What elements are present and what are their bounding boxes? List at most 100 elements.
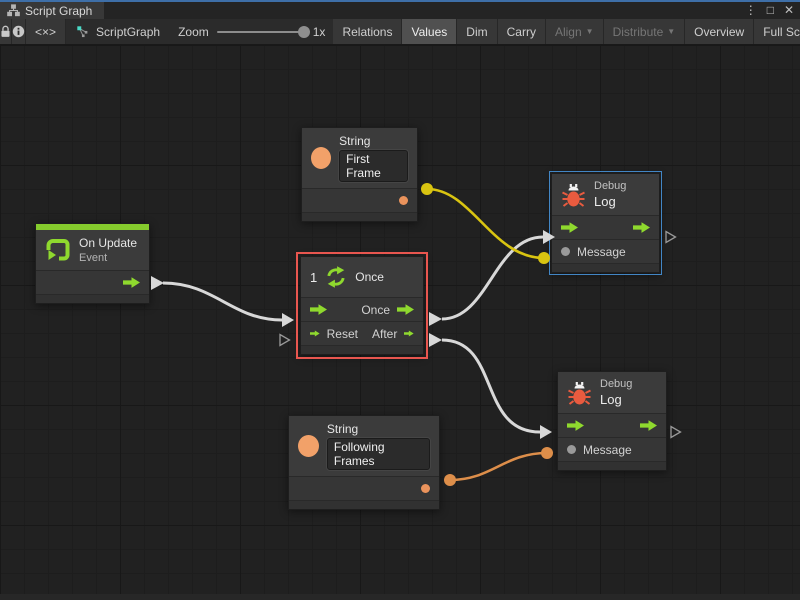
node-once[interactable]: 1 Once Once Reset After [296, 252, 428, 359]
reset-input-connector[interactable] [279, 333, 291, 347]
graph-toolbar: <×> ScriptGraph Zoom 1x Relations Values… [0, 19, 800, 45]
node-string-first-frame[interactable]: String First Frame [301, 127, 418, 222]
code-icon: <×> [35, 24, 57, 39]
flow-row [552, 215, 659, 239]
node-header: String First Frame [302, 128, 417, 188]
node-footer [301, 345, 423, 354]
dim-button[interactable]: Dim [457, 19, 498, 44]
node-header: 1 Once [301, 257, 423, 297]
loop-icon [46, 239, 70, 261]
string-value-field[interactable]: Following Frames [326, 438, 430, 470]
wire-once-to-debug-top[interactable] [429, 230, 555, 326]
string-output-port[interactable] [399, 196, 408, 205]
flow-input-port[interactable] [567, 420, 584, 431]
string-output-port[interactable] [421, 484, 430, 493]
graph-breadcrumb[interactable]: ScriptGraph [66, 19, 170, 44]
window-resize-edge[interactable] [0, 594, 800, 600]
close-icon[interactable]: ✕ [783, 3, 794, 17]
string-type-icon [311, 147, 332, 169]
window-focus-accent [0, 0, 800, 2]
distribute-dropdown[interactable]: Distribute ▼ [603, 19, 686, 44]
port-row-reset-after: Reset After [301, 321, 423, 345]
bug-icon [562, 183, 585, 207]
graph-canvas[interactable]: String First Frame On Update [0, 45, 800, 600]
node-category: Debug [600, 378, 633, 390]
node-debug-log-bottom[interactable]: Debug Log Message [557, 371, 667, 471]
chevron-down-icon: ▼ [585, 27, 594, 36]
window-controls: ⋮ □ ✕ [745, 2, 794, 19]
message-input-port[interactable] [561, 247, 570, 256]
wire-once-to-debug-bottom[interactable] [429, 333, 552, 439]
script-graph-icon [77, 25, 88, 37]
flow-row [558, 413, 666, 437]
overview-button[interactable]: Overview [685, 19, 755, 44]
once-counter: 1 [310, 269, 318, 285]
node-title: String [326, 422, 359, 436]
port-label-once: Once [361, 302, 390, 317]
node-footer [302, 212, 417, 221]
lock-icon [1, 25, 10, 37]
window-menu-icon[interactable]: ⋮ [744, 3, 757, 17]
node-title: Log [594, 194, 616, 209]
port-label-message: Message [583, 442, 632, 457]
debug-top-output-connector[interactable] [665, 230, 677, 244]
debug-bottom-output-connector[interactable] [670, 425, 682, 439]
lock-button[interactable] [0, 19, 12, 44]
node-title: String [339, 134, 371, 148]
wire-string1-to-message[interactable] [421, 183, 550, 264]
node-footer [552, 263, 659, 272]
align-dropdown[interactable]: Align ▼ [545, 19, 604, 44]
flow-output-port[interactable] [633, 222, 650, 233]
relations-button[interactable]: Relations [333, 19, 403, 44]
wire-onupdate-to-once[interactable] [151, 276, 294, 327]
zoom-slider[interactable] [216, 25, 310, 38]
bug-icon [568, 381, 591, 405]
string-value-field[interactable]: First Frame [339, 150, 408, 182]
flow-output-after[interactable] [404, 328, 414, 339]
message-row: Message [558, 437, 666, 461]
graph-name: ScriptGraph [96, 24, 161, 39]
zoom-slider-handle[interactable] [297, 25, 310, 38]
node-on-update[interactable]: On Update Event [35, 223, 150, 304]
node-string-following-frames[interactable]: String Following Frames [288, 415, 440, 510]
tab-label: Script Graph [25, 3, 93, 18]
info-icon [12, 25, 25, 38]
string-type-icon [298, 435, 319, 457]
flow-output-once[interactable] [397, 304, 414, 315]
flow-input-port[interactable] [561, 222, 578, 233]
node-footer [36, 294, 149, 303]
chevron-down-icon: ▼ [667, 27, 676, 36]
tab-script-graph[interactable]: Script Graph [0, 2, 105, 19]
node-header: Debug Log [552, 174, 659, 215]
fullscreen-button[interactable]: Full Screen [754, 19, 800, 44]
values-button[interactable]: Values [402, 19, 458, 44]
node-title: Once [355, 270, 384, 284]
zoom-label: Zoom [178, 24, 209, 39]
node-footer [558, 461, 666, 470]
wire-string2-to-message[interactable] [444, 447, 553, 486]
code-preview-button[interactable]: <×> [26, 19, 67, 44]
port-label-message: Message [577, 244, 626, 259]
node-title: On Update [79, 236, 138, 250]
flow-input-port[interactable] [310, 304, 327, 315]
zoom-control: Zoom 1x [170, 19, 333, 44]
flow-input-reset[interactable] [310, 328, 320, 339]
graph-hierarchy-icon [7, 4, 20, 17]
node-subtitle: Event [79, 252, 108, 264]
event-accent-bar [36, 224, 149, 230]
output-row [289, 476, 439, 500]
output-row [302, 188, 417, 212]
node-title: Log [600, 392, 622, 407]
node-debug-log-top[interactable]: Debug Log Message [549, 171, 662, 275]
flow-output-port[interactable] [123, 277, 140, 288]
node-header: String Following Frames [289, 416, 439, 476]
cycle-icon [327, 266, 345, 288]
node-category: Debug [594, 180, 627, 192]
maximize-icon[interactable]: □ [766, 3, 774, 17]
message-input-port[interactable] [567, 445, 576, 454]
carry-button[interactable]: Carry [497, 19, 546, 44]
flow-output-port[interactable] [640, 420, 657, 431]
port-row-once: Once [301, 297, 423, 321]
info-button[interactable] [12, 19, 26, 44]
